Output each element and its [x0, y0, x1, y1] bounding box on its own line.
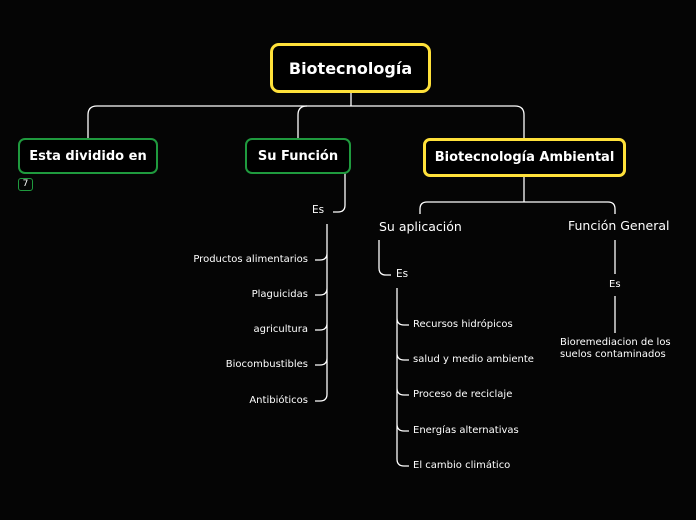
general-function-label[interactable]: Función General [568, 218, 670, 233]
application-label[interactable]: Su aplicación [379, 219, 462, 234]
topic-function[interactable]: Su Función [245, 138, 351, 174]
function-item[interactable]: Productos alimentarios [193, 254, 308, 265]
application-item[interactable]: Energías alternativas [413, 425, 519, 436]
function-connector-es[interactable]: Es [312, 204, 325, 216]
general-function-connector-es[interactable]: Es [609, 279, 621, 290]
line-to-function [297, 105, 308, 138]
topic-divided-label: Esta dividido en [29, 148, 147, 164]
application-item[interactable]: Proceso de reciclaje [413, 389, 513, 400]
line-to-divided [87, 105, 525, 140]
function-item[interactable]: Plaguicidas [251, 289, 308, 300]
function-item[interactable]: agricultura [253, 324, 308, 335]
application-item[interactable]: Recursos hidrópicos [413, 319, 513, 330]
function-to-es-line [333, 172, 346, 213]
function-items-bracket [315, 224, 328, 402]
application-to-es-line [378, 240, 391, 276]
application-connector-es[interactable]: Es [396, 268, 409, 280]
collapsed-count-badge[interactable]: 7 [18, 178, 33, 191]
root-topic-label: Biotecnología [288, 58, 413, 78]
topic-environmental[interactable]: Biotecnología Ambiental [423, 138, 626, 177]
root-topic[interactable]: Biotecnología [270, 43, 431, 93]
topic-environmental-label: Biotecnología Ambiental [434, 150, 615, 165]
topic-divided[interactable]: Esta dividido en [18, 138, 158, 174]
general-function-result[interactable]: Bioremediacion de los suelos contaminado… [560, 337, 671, 360]
function-item[interactable]: Antibióticos [249, 395, 308, 406]
function-item[interactable]: Biocombustibles [225, 359, 308, 370]
environmental-split-line [419, 176, 616, 214]
application-item[interactable]: El cambio climático [413, 460, 511, 471]
topic-function-label: Su Función [257, 148, 339, 164]
application-items-bracket [396, 288, 409, 467]
application-item[interactable]: salud y medio ambiente [413, 354, 534, 365]
